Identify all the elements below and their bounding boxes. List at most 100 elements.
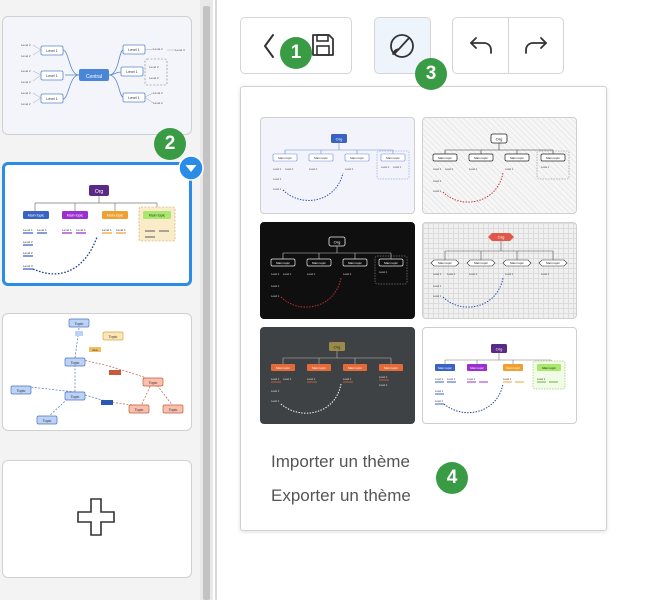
step-badge-1: 1 [280, 37, 312, 69]
paint-brush-icon [390, 34, 414, 58]
svg-text:Level 1: Level 1 [433, 179, 442, 183]
svg-text:Level 1: Level 1 [46, 97, 58, 101]
svg-text:Main topic: Main topic [384, 261, 398, 265]
svg-text:Main topic: Main topic [546, 261, 560, 265]
mindmap-thumbnail-radial[interactable]: Central Level 1 Level 1 Le [2, 16, 192, 135]
svg-text:Main topic: Main topic [438, 261, 452, 265]
svg-text:Main topic: Main topic [312, 366, 326, 370]
plus-icon [77, 498, 115, 536]
svg-text:Main topic: Main topic [474, 261, 488, 265]
svg-text:Main topic: Main topic [470, 366, 484, 370]
svg-text:Level 2: Level 2 [23, 240, 33, 244]
svg-text:Level 1: Level 1 [433, 167, 442, 171]
export-theme-link[interactable]: Exporter un thème [271, 486, 411, 505]
svg-text:Level 2: Level 2 [23, 251, 33, 255]
svg-text:Level 1: Level 1 [433, 189, 442, 193]
svg-text:Org: Org [334, 345, 341, 350]
svg-text:Level 1: Level 1 [128, 48, 140, 52]
svg-text:Topic: Topic [135, 408, 144, 412]
svg-text:Topic: Topic [109, 335, 118, 339]
svg-text:Level 1: Level 1 [76, 228, 86, 232]
svg-text:Level 1: Level 1 [283, 377, 292, 381]
svg-text:Level 1: Level 1 [537, 377, 546, 381]
svg-text:Level 1: Level 1 [469, 272, 478, 276]
svg-text:Level 1: Level 1 [541, 272, 550, 276]
step-badge-3: 3 [415, 58, 447, 90]
svg-text:Main topic: Main topic [506, 366, 520, 370]
save-icon[interactable] [309, 31, 337, 59]
svg-text:Level 1: Level 1 [433, 284, 442, 288]
svg-text:Level 1: Level 1 [379, 270, 388, 274]
svg-text:Level 1: Level 1 [393, 165, 402, 169]
svg-text:Level 1: Level 1 [447, 272, 456, 276]
svg-text:Level 1: Level 1 [273, 177, 282, 181]
org-map-preview: Org Main topic Main topic Main topic Mai… [23, 185, 176, 275]
svg-text:Level 2: Level 2 [149, 65, 159, 69]
svg-text:Level 2: Level 2 [21, 69, 31, 73]
svg-text:Level 1: Level 1 [46, 74, 58, 78]
svg-text:Org: Org [498, 235, 505, 240]
svg-text:Level 1: Level 1 [379, 383, 388, 387]
undo-redo-separator [508, 17, 509, 74]
chevron-left-icon[interactable] [258, 30, 280, 62]
svg-text:Main topic: Main topic [386, 156, 400, 160]
svg-text:Level 1: Level 1 [447, 377, 456, 381]
svg-text:Level 1: Level 1 [271, 284, 280, 288]
svg-text:Main topic: Main topic [276, 261, 290, 265]
import-theme-link[interactable]: Importer un thème [271, 452, 410, 471]
mindmap-thumbnail-concept[interactable]: Topic Topic Topic Topic Topic Topic Topi… [2, 313, 192, 431]
svg-text:Level 1: Level 1 [505, 167, 514, 171]
svg-text:Level 1: Level 1 [273, 187, 282, 191]
svg-text:Level 1: Level 1 [285, 167, 294, 171]
svg-text:Level 2: Level 2 [21, 91, 31, 95]
svg-text:Level 1: Level 1 [307, 377, 316, 381]
svg-text:Main topic: Main topic [510, 261, 524, 265]
svg-text:Level 1: Level 1 [469, 167, 478, 171]
svg-text:Level 1: Level 1 [309, 167, 318, 171]
svg-text:Level 1: Level 1 [271, 377, 280, 381]
svg-text:Level 1: Level 1 [503, 377, 512, 381]
svg-text:Org: Org [496, 347, 503, 352]
svg-text:Main topic: Main topic [276, 366, 290, 370]
svg-text:Main topic: Main topic [67, 214, 84, 218]
svg-text:Level 2: Level 2 [21, 54, 31, 58]
undo-icon[interactable] [467, 33, 495, 57]
panel-divider[interactable] [215, 0, 217, 600]
svg-text:Level 3: Level 3 [23, 264, 33, 268]
svg-text:Main topic: Main topic [107, 214, 124, 218]
svg-text:Level 2: Level 2 [149, 76, 159, 80]
svg-text:Level 1: Level 1 [445, 167, 454, 171]
mindmap-thumbnail-org-selected[interactable]: Org Main topic Main topic Main topic Mai… [2, 162, 192, 286]
svg-text:Level 1: Level 1 [433, 272, 442, 276]
svg-text:Level 1: Level 1 [467, 377, 476, 381]
redo-icon[interactable] [522, 33, 550, 57]
svg-text:Main topic: Main topic [350, 156, 364, 160]
theme-option-grid[interactable]: Org Main topic Main topic Main topic Main … [422, 222, 577, 319]
sidebar-scrollbar-thumb[interactable] [203, 6, 210, 600]
concept-map-preview: Topic Topic Topic Topic Topic Topic Topi… [10, 318, 184, 425]
svg-text:Topic: Topic [169, 408, 178, 412]
add-mindmap-card[interactable] [2, 460, 192, 578]
svg-text:Level 1: Level 1 [23, 228, 33, 232]
svg-text:Central: Central [86, 74, 102, 80]
svg-text:Org: Org [334, 240, 341, 245]
svg-text:Level 1: Level 1 [271, 272, 280, 276]
svg-text:Level 1: Level 1 [46, 49, 58, 53]
svg-text:Level 1: Level 1 [283, 272, 292, 276]
svg-text:Topic: Topic [149, 381, 158, 385]
svg-text:Org: Org [336, 137, 343, 142]
theme-preview-grid: Org Main topic Main topic Main topic Main … [430, 233, 568, 308]
svg-text:Main topic: Main topic [474, 156, 488, 160]
dropdown-arrow-icon[interactable] [178, 155, 204, 181]
svg-text:Main topic: Main topic [314, 156, 328, 160]
svg-text:label: label [92, 348, 98, 352]
svg-text:Main topic: Main topic [542, 366, 556, 370]
